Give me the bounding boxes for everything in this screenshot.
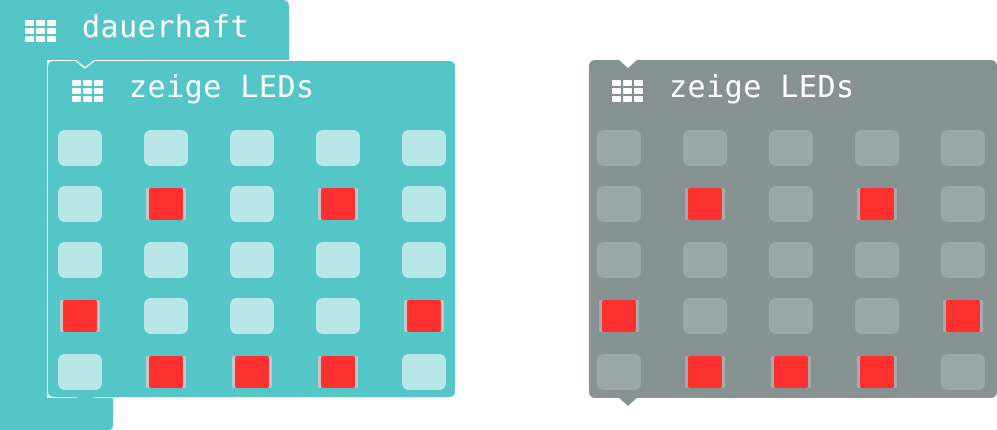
led-cell-r4-c3[interactable] — [230, 298, 274, 334]
show-leds-block[interactable] — [47, 60, 456, 406]
led-cell-r5-c4[interactable] — [860, 356, 894, 388]
led-cell-r5-c1[interactable] — [597, 354, 641, 390]
led-cell-r2-c5[interactable] — [941, 186, 985, 222]
led-cell-r4-c4[interactable] — [855, 298, 899, 334]
led-grid-icon — [72, 80, 103, 102]
led-cell-r3-c2[interactable] — [683, 242, 727, 278]
led-cell-r3-c5[interactable] — [941, 242, 985, 278]
led-cell-r3-c2[interactable] — [144, 242, 188, 278]
led-cell-r3-c3[interactable] — [769, 242, 813, 278]
led-cell-r1-c3[interactable] — [769, 130, 813, 166]
forever-block-label: dauerhaft — [82, 10, 250, 45]
led-cell-r3-c5[interactable] — [402, 242, 446, 278]
forever-block-arm[interactable] — [0, 55, 47, 430]
led-cell-r2-c1[interactable] — [58, 186, 102, 222]
led-cell-r1-c4[interactable] — [855, 130, 899, 166]
led-grid-icon — [25, 20, 56, 42]
led-cell-r4-c3[interactable] — [769, 298, 813, 334]
led-cell-r1-c5[interactable] — [402, 130, 446, 166]
forever-block-footer[interactable] — [0, 398, 113, 430]
led-cell-r1-c3[interactable] — [230, 130, 274, 166]
led-cell-r4-c5[interactable] — [407, 300, 441, 332]
led-cell-r5-c5[interactable] — [402, 354, 446, 390]
led-cell-r2-c4[interactable] — [860, 188, 894, 220]
led-cell-r1-c2[interactable] — [144, 130, 188, 166]
led-cell-r5-c2[interactable] — [688, 356, 722, 388]
led-cell-r5-c4[interactable] — [321, 356, 355, 388]
show-leds-label: zeige LEDs — [129, 70, 315, 105]
show-leds-label: zeige LEDs — [669, 70, 855, 105]
led-cell-r2-c2[interactable] — [688, 188, 722, 220]
led-cell-r2-c3[interactable] — [230, 186, 274, 222]
led-cell-r2-c5[interactable] — [402, 186, 446, 222]
led-cell-r5-c5[interactable] — [941, 354, 985, 390]
led-cell-r3-c3[interactable] — [230, 242, 274, 278]
led-cell-r2-c4[interactable] — [321, 188, 355, 220]
led-cell-r4-c1[interactable] — [63, 300, 97, 332]
led-cell-r2-c2[interactable] — [149, 188, 183, 220]
show-leds-block-disabled[interactable] — [589, 60, 997, 406]
led-cell-r4-c4[interactable] — [316, 298, 360, 334]
led-cell-r1-c5[interactable] — [941, 130, 985, 166]
led-cell-r1-c2[interactable] — [683, 130, 727, 166]
led-cell-r5-c3[interactable] — [774, 356, 808, 388]
led-cell-r1-c1[interactable] — [58, 130, 102, 166]
led-cell-r4-c5[interactable] — [946, 300, 980, 332]
led-cell-r3-c4[interactable] — [316, 242, 360, 278]
led-cell-r3-c4[interactable] — [855, 242, 899, 278]
led-cell-r3-c1[interactable] — [58, 242, 102, 278]
led-cell-r1-c4[interactable] — [316, 130, 360, 166]
led-cell-r5-c1[interactable] — [58, 354, 102, 390]
led-cell-r2-c1[interactable] — [597, 186, 641, 222]
led-cell-r1-c1[interactable] — [597, 130, 641, 166]
led-cell-r5-c3[interactable] — [235, 356, 269, 388]
led-cell-r5-c2[interactable] — [149, 356, 183, 388]
led-cell-r4-c1[interactable] — [602, 300, 636, 332]
led-cell-r2-c3[interactable] — [769, 186, 813, 222]
led-grid-icon — [612, 80, 643, 102]
led-cell-r4-c2[interactable] — [144, 298, 188, 334]
led-cell-r3-c1[interactable] — [597, 242, 641, 278]
led-cell-r4-c2[interactable] — [683, 298, 727, 334]
